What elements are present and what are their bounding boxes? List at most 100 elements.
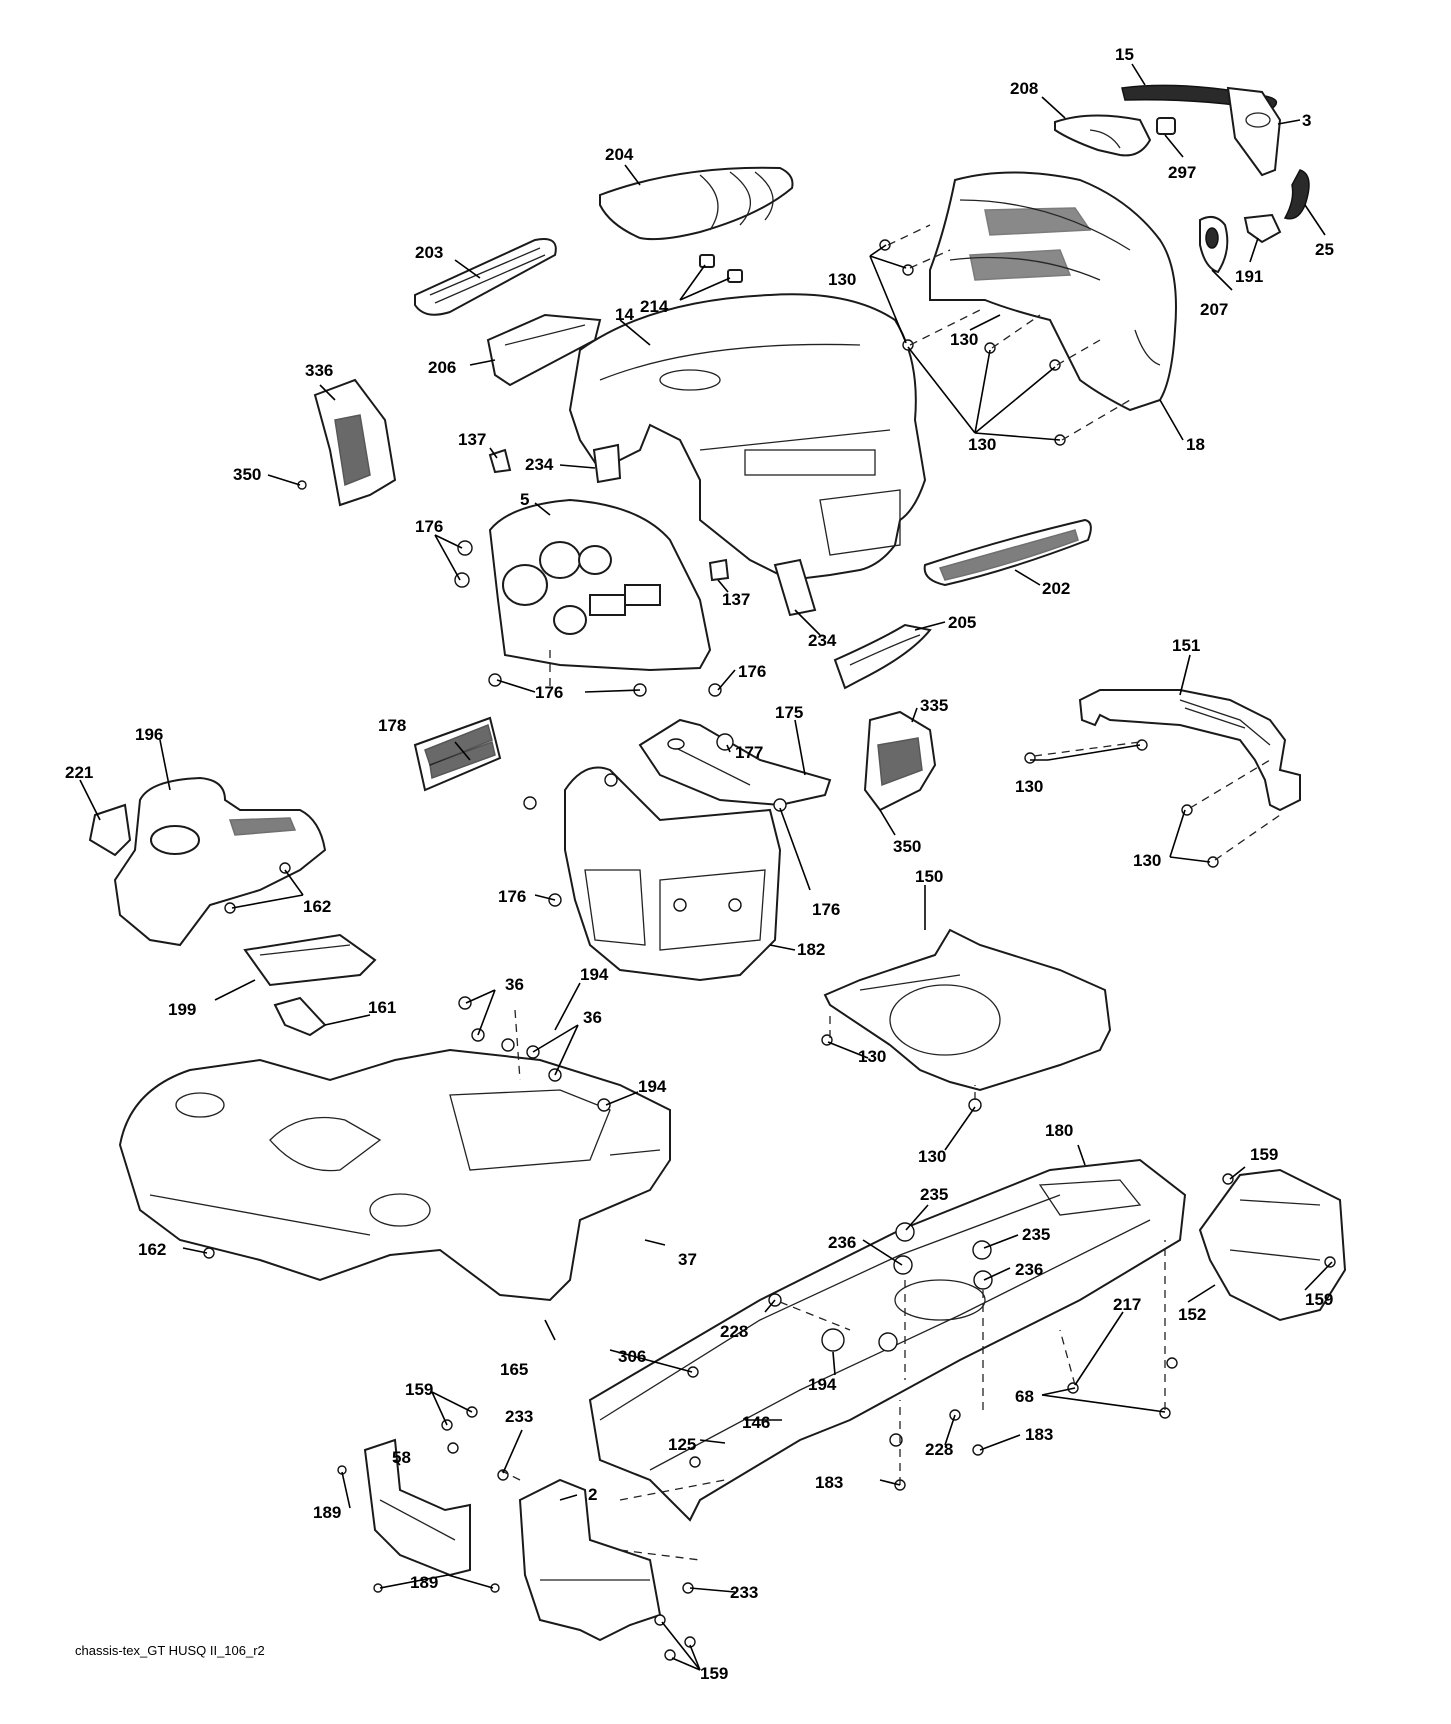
callout-176: 176	[535, 683, 563, 702]
part-199-cover	[243, 933, 377, 987]
callout-306: 306	[618, 1347, 646, 1366]
callout-165: 165	[500, 1360, 528, 1379]
part-175-support-bracket	[638, 718, 832, 807]
callout-3: 3	[1302, 111, 1311, 130]
part-336-side-panel	[313, 378, 397, 507]
part-58-bracket	[363, 1438, 471, 1577]
callout-15: 15	[1115, 45, 1134, 64]
callout-196: 196	[135, 725, 163, 744]
callout-130: 130	[918, 1147, 946, 1166]
callout-130: 130	[968, 435, 996, 454]
callout-234: 234	[525, 455, 554, 474]
part-335-side-panel	[863, 710, 937, 812]
callout-199: 199	[168, 1000, 196, 1019]
part-161-clip	[273, 996, 327, 1037]
part-234-decal-a	[592, 443, 622, 484]
callout-350: 350	[233, 465, 261, 484]
leader-lines	[79, 63, 1333, 1671]
callout-178: 178	[378, 716, 406, 735]
part-3-side-panel	[1226, 86, 1282, 177]
callout-233: 233	[505, 1407, 533, 1426]
callout-183: 183	[1025, 1425, 1053, 1444]
callout-236: 236	[828, 1233, 856, 1252]
callout-176: 176	[812, 900, 840, 919]
callout-137: 137	[458, 430, 486, 449]
callout-2: 2	[588, 1485, 597, 1504]
part-37-fender-deck	[118, 1048, 671, 1302]
callout-130: 130	[858, 1047, 886, 1066]
callout-234: 234	[808, 631, 837, 650]
callout-162: 162	[303, 897, 331, 916]
callout-228: 228	[720, 1322, 748, 1341]
callout-214: 214	[640, 297, 669, 316]
callout-221: 221	[65, 763, 93, 782]
part-207-headlight	[1199, 215, 1229, 274]
callout-228: 228	[925, 1440, 953, 1459]
callout-68: 68	[1015, 1387, 1034, 1406]
callout-233: 233	[730, 1583, 758, 1602]
callout-217: 217	[1113, 1295, 1141, 1314]
callout-177: 177	[735, 743, 763, 762]
part-203-side-vent	[414, 238, 557, 316]
callout-180: 180	[1045, 1121, 1073, 1140]
part-196-fender-pod	[113, 776, 327, 947]
callout-350: 350	[893, 837, 921, 856]
callout-159: 159	[1250, 1145, 1278, 1164]
part-14-hood	[568, 293, 927, 582]
callout-125: 125	[668, 1435, 696, 1454]
part-191-clip	[1243, 213, 1282, 244]
callout-235: 235	[1022, 1225, 1050, 1244]
diagram-footer-code: chassis-tex_GT HUSQ II_106_r2	[75, 1643, 265, 1658]
callout-176: 176	[415, 517, 443, 536]
callout-182: 182	[797, 940, 825, 959]
callout-297: 297	[1168, 163, 1196, 182]
bolts	[203, 239, 1336, 1661]
callout-336: 336	[305, 361, 333, 380]
callout-189: 189	[410, 1573, 438, 1592]
callout-130: 130	[1133, 851, 1161, 870]
callout-207: 207	[1200, 300, 1228, 319]
part-137-clip-b	[708, 558, 730, 582]
part-234-decal-b	[773, 558, 817, 617]
callout-162: 162	[138, 1240, 166, 1259]
callout-204: 204	[605, 145, 634, 164]
part-182-lower-dash-panel	[564, 766, 782, 982]
part-150-floor-pan	[823, 928, 1112, 1092]
callout-37: 37	[678, 1250, 697, 1269]
callout-152: 152	[1178, 1305, 1206, 1324]
callout-58: 58	[392, 1448, 411, 1467]
callout-208: 208	[1010, 79, 1038, 98]
part-297-clip	[1156, 117, 1176, 135]
callout-159: 159	[1305, 1290, 1333, 1309]
callout-36: 36	[505, 975, 524, 994]
callout-175: 175	[775, 703, 803, 722]
callout-235: 235	[920, 1185, 948, 1204]
part-18-front-grille-bumper	[929, 171, 1177, 412]
callout-25: 25	[1315, 240, 1334, 259]
callout-203: 203	[415, 243, 443, 262]
callout-194: 194	[808, 1375, 837, 1394]
callout-labels: 15 208 3 297 25 204 203 214 130 130 191 …	[65, 45, 1334, 1683]
part-177-nut	[716, 733, 734, 751]
callout-205: 205	[948, 613, 976, 632]
callout-146: 146	[742, 1413, 770, 1432]
callout-14: 14	[615, 305, 634, 324]
callout-161: 161	[368, 998, 396, 1017]
callout-151: 151	[1172, 636, 1200, 655]
part-205-trim	[833, 623, 932, 690]
part-221-decal	[88, 803, 132, 857]
callout-202: 202	[1042, 579, 1070, 598]
callout-159: 159	[405, 1380, 433, 1399]
callout-18: 18	[1186, 435, 1205, 454]
callout-150: 150	[915, 867, 943, 886]
callout-176: 176	[498, 887, 526, 906]
part-2-pivot-bracket	[518, 1478, 662, 1642]
part-214-clip	[699, 254, 743, 283]
callout-189: 189	[313, 1503, 341, 1522]
callout-130: 130	[828, 270, 856, 289]
part-178-vent-plate	[413, 716, 502, 792]
callout-159: 159	[700, 1664, 728, 1683]
callout-5: 5	[520, 490, 529, 509]
part-204-hood-vent	[599, 166, 794, 241]
